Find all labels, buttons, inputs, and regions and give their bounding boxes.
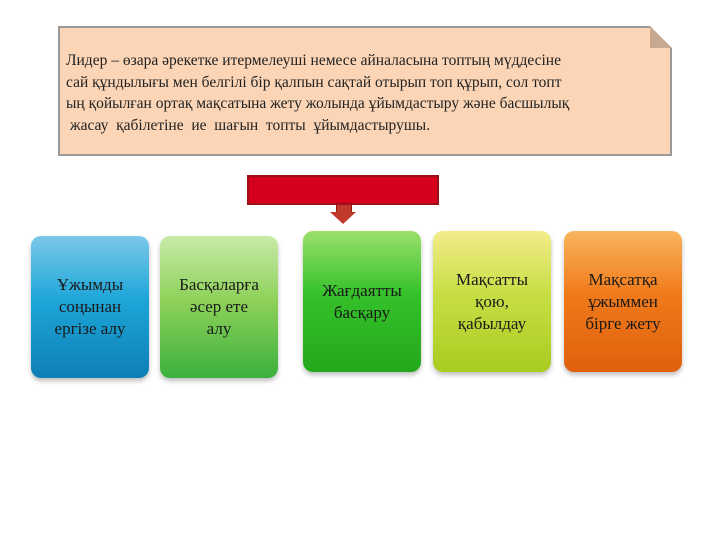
card-line: Жағдаятты: [322, 280, 402, 300]
card-line: Басқаларға: [179, 275, 259, 294]
card-influence-others: Басқаларға әсер ете алу: [160, 236, 278, 378]
card-line: әсер ете: [189, 297, 249, 316]
card-line: басқару: [333, 302, 391, 322]
definition-line: сай құндылығы мен белгілі бір қалпын сақ…: [66, 73, 562, 91]
card-line: Ұжымды: [56, 275, 124, 294]
folded-corner: [650, 26, 672, 48]
definition-line: ың қойылған ортақ мақсатына жету жолында…: [66, 95, 570, 112]
definition-box: [58, 26, 672, 156]
card-line: алу: [206, 319, 232, 338]
card-set-goal: Мақсатты қою, қабылдау: [433, 231, 551, 372]
definition-line: жасау қабілетіне ие шағын топты ұйымдаст…: [66, 116, 431, 134]
down-arrow-stem: [336, 205, 352, 213]
card-lead-team: Ұжымды соңынан ергізе алу: [31, 236, 149, 378]
card-line: бірге жету: [585, 313, 661, 333]
card-line: Мақсатты: [455, 269, 529, 289]
card-line: ұжыммен: [588, 291, 658, 311]
card-line: қабылдау: [457, 313, 527, 333]
card-manage-situation: Жағдаятты басқару: [303, 231, 421, 372]
definition-text: Лидер – өзара әрекетке итермелеуші немес…: [66, 50, 666, 136]
card-line: қою,: [475, 291, 509, 311]
down-arrow-icon: [330, 212, 356, 224]
card-line: ергізе алу: [54, 319, 126, 338]
definition-line: Лидер – өзара әрекетке итермелеуші немес…: [66, 52, 561, 69]
card-reach-goal: Мақсатқа ұжыммен бірге жету: [564, 231, 682, 372]
card-line: соңынан: [58, 297, 122, 316]
card-line: Мақсатқа: [588, 269, 658, 289]
red-bar: [247, 175, 439, 205]
